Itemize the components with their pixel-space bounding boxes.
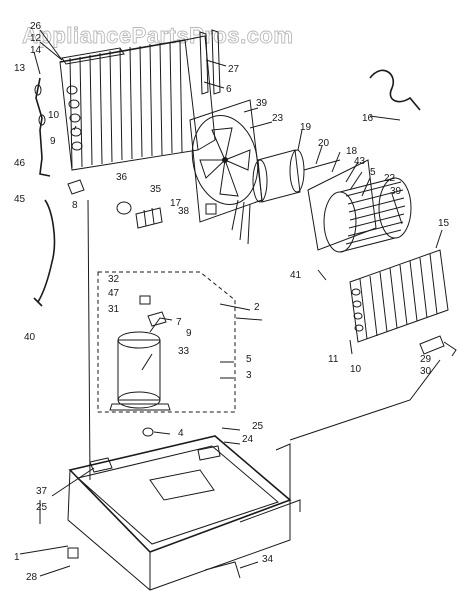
small-bracket (67, 179, 85, 195)
callout-24: 24 (242, 434, 254, 445)
overload-protector (139, 295, 167, 327)
callout-11: 11 (328, 354, 339, 365)
compressor (109, 317, 173, 411)
callout-25-left: 25 (36, 502, 48, 513)
capacitor-bracket (116, 201, 163, 229)
callout-31: 31 (108, 304, 120, 315)
callout-5-mid: 5 (246, 354, 252, 365)
callout-14: 14 (30, 45, 42, 56)
callout-34: 34 (262, 554, 274, 565)
spring-clip (369, 69, 421, 111)
callout-30: 30 (420, 366, 432, 377)
side-rail (239, 499, 301, 523)
blower-scroll-plate (307, 159, 377, 251)
callout-15: 15 (438, 218, 450, 229)
callout-6: 6 (226, 84, 232, 95)
callout-25-right: 25 (252, 421, 264, 432)
callout-33: 33 (178, 346, 190, 357)
callout-2: 2 (254, 302, 260, 313)
callout-46: 46 (14, 158, 26, 169)
callout-28: 28 (26, 572, 38, 583)
condenser-fan-blade (191, 114, 259, 206)
callout-9: 9 (50, 136, 56, 147)
condenser-coil (59, 35, 216, 171)
callout-38: 38 (178, 206, 190, 217)
evaporator-coil (349, 249, 449, 343)
fan-motor (231, 149, 341, 245)
sensing-bulb (419, 335, 457, 357)
callout-10-right: 10 (350, 364, 362, 375)
callout-17: 17 (170, 198, 182, 209)
callout-32: 32 (108, 274, 120, 285)
callout-39-right: 39 (390, 186, 402, 197)
callout-29: 29 (420, 354, 432, 365)
leader-lines (19, 29, 443, 577)
callout-16: 16 (362, 113, 374, 124)
callout-7: 7 (176, 317, 182, 328)
callout-37: 37 (36, 486, 48, 497)
callout-23: 23 (272, 113, 284, 124)
mounting-grommet (142, 427, 154, 437)
callout-13: 13 (14, 63, 26, 74)
callout-12: 12 (30, 33, 42, 44)
callout-41: 41 (290, 270, 302, 281)
callout-47: 47 (108, 288, 120, 299)
callout-40: 40 (24, 332, 36, 343)
watermark-text: AppliancePartsPros.com (22, 23, 293, 48)
callout-5-top: 5 (370, 167, 376, 178)
clip-part (67, 547, 79, 559)
shroud-bracket (61, 29, 221, 95)
callout-45: 45 (14, 194, 26, 205)
callout-43: 43 (354, 156, 366, 167)
callout-4: 4 (178, 428, 184, 439)
callout-27: 27 (228, 64, 240, 75)
terminal-cover (205, 203, 217, 215)
callout-labels: 26 12 14 13 10 9 46 45 8 40 27 6 39 23 1… (14, 21, 450, 583)
callout-22: 22 (384, 173, 396, 184)
callout-3: 3 (246, 370, 252, 381)
power-cord (33, 199, 56, 307)
callout-10-top: 10 (48, 110, 60, 121)
callout-1: 1 (14, 552, 20, 563)
callout-26: 26 (30, 21, 42, 32)
blower-wheel (323, 177, 412, 253)
capillary-tube (34, 77, 51, 177)
callout-35: 35 (150, 184, 162, 195)
callout-20: 20 (318, 138, 330, 149)
callout-39-top: 39 (256, 98, 268, 109)
callout-19: 19 (300, 122, 312, 133)
callout-8: 8 (72, 200, 78, 211)
callout-9-mid: 9 (186, 328, 192, 339)
callout-36: 36 (116, 172, 128, 183)
rail (204, 561, 241, 579)
callout-18: 18 (346, 146, 358, 157)
compressor-group-outline (97, 271, 236, 413)
